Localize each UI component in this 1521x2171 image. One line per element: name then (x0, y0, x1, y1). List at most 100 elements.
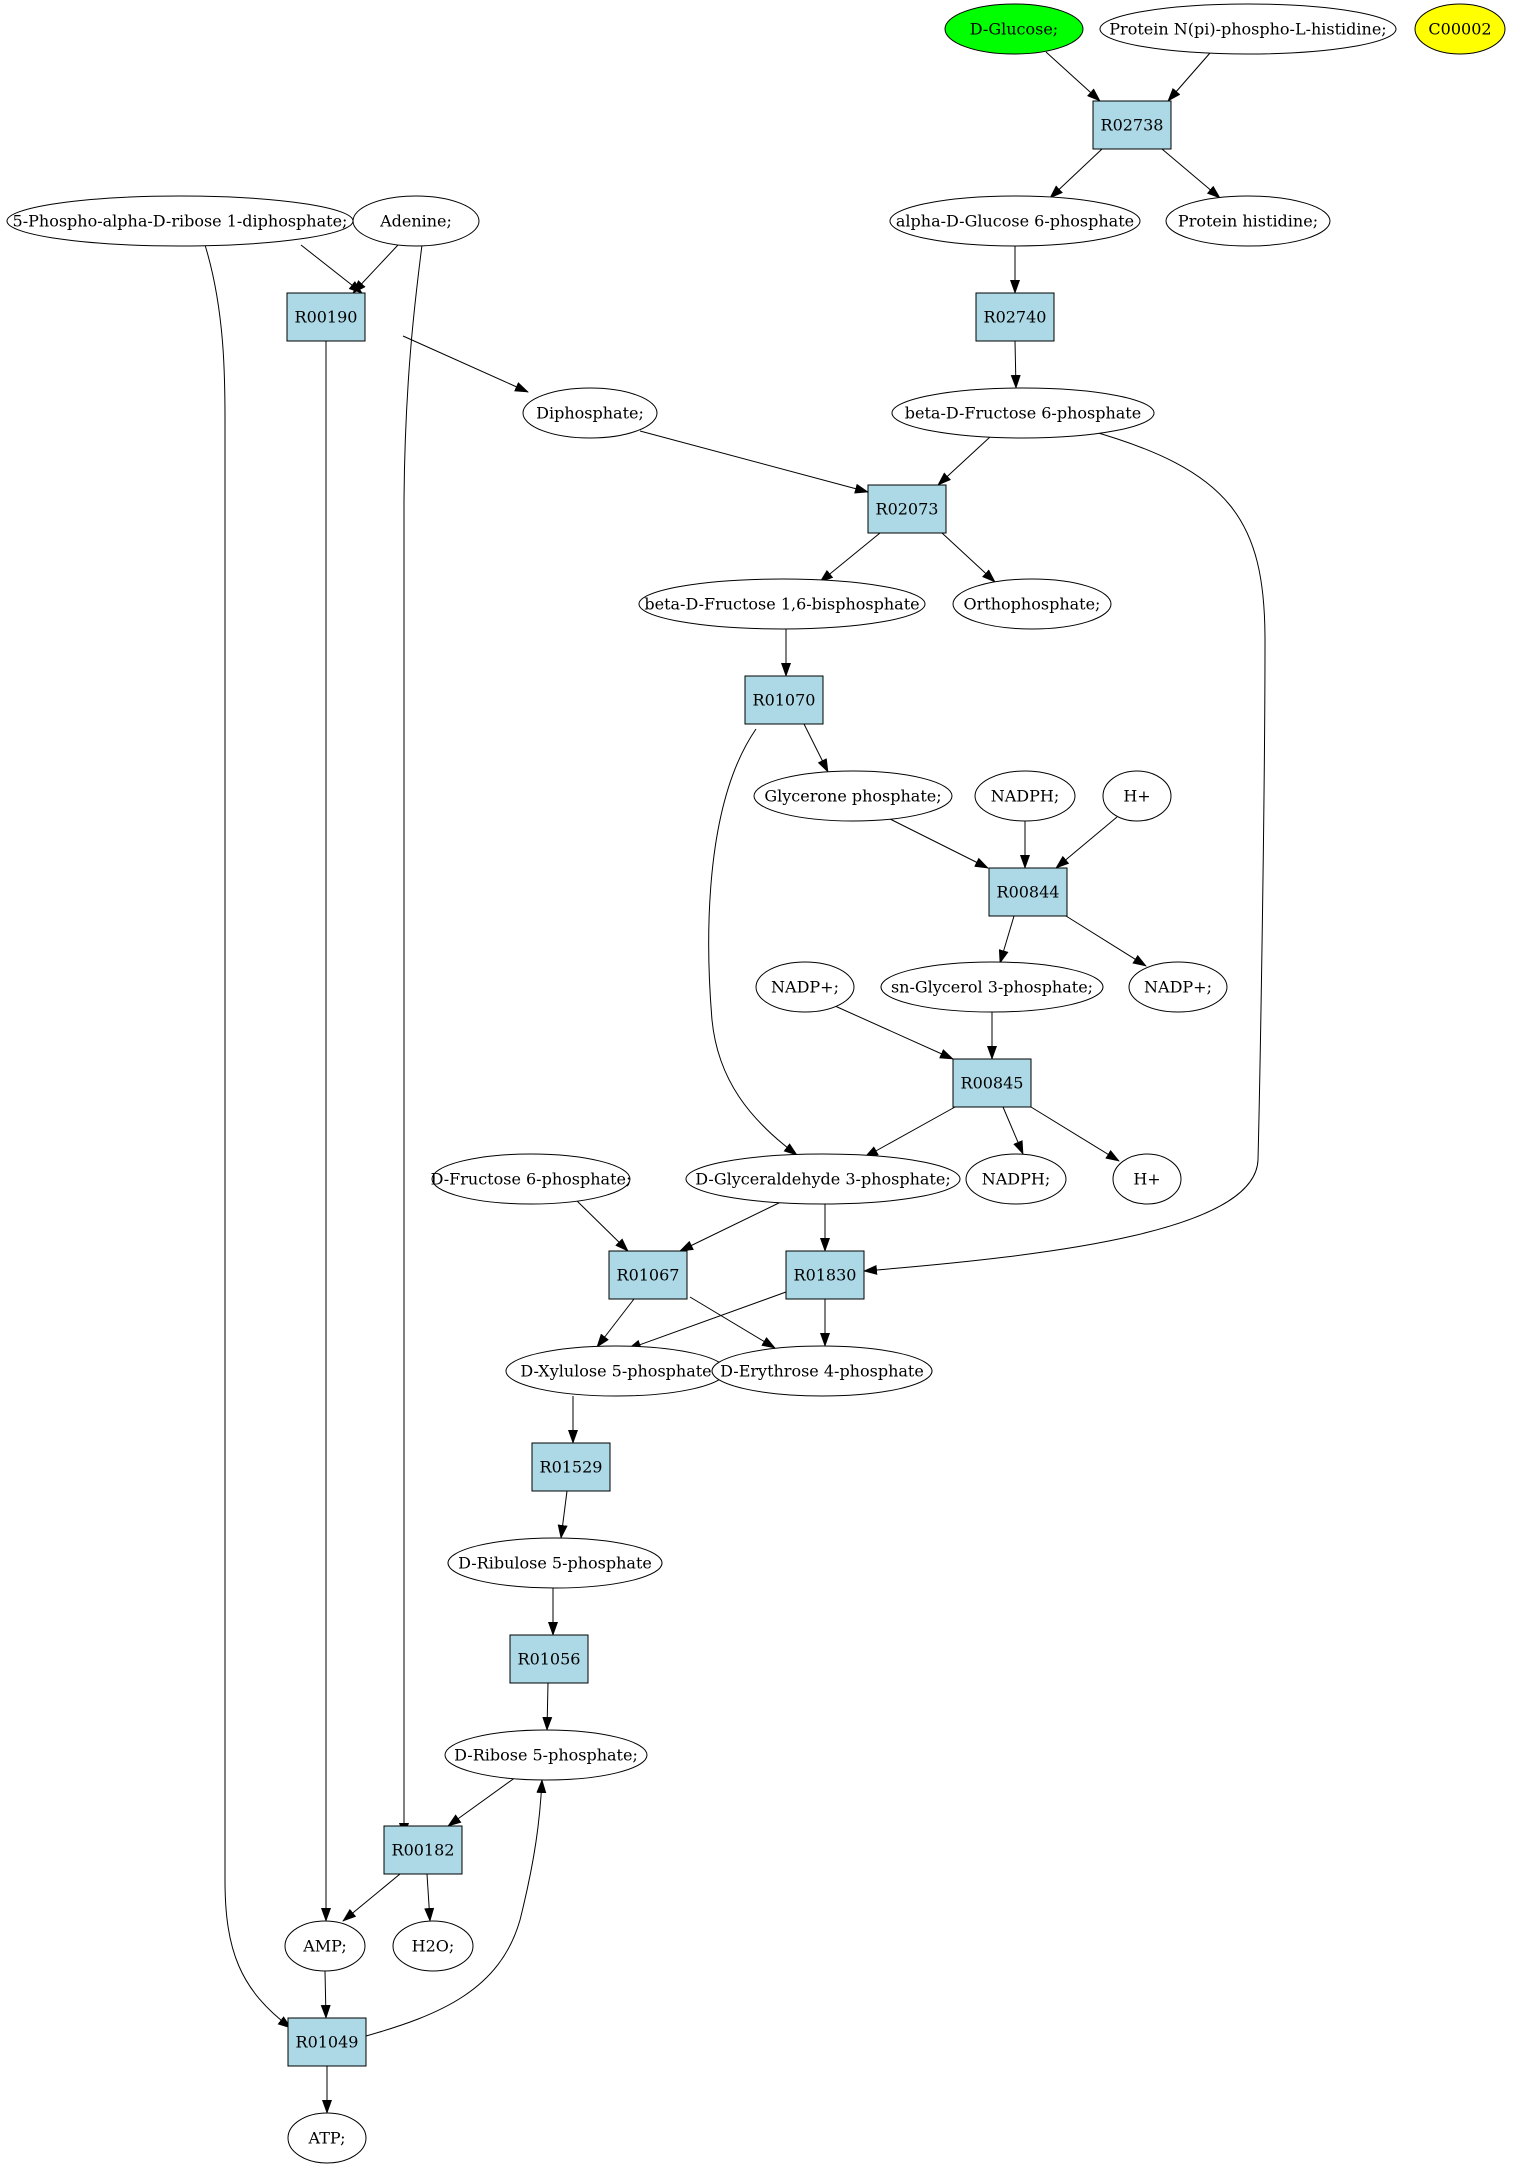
compound-node-nadp-2[interactable]: NADP+; (755, 961, 855, 1013)
compound-node-b-fru6p[interactable]: beta-D-Fructose 6-phosphate (891, 387, 1155, 439)
reaction-node-r00844[interactable]: R00844 (988, 867, 1068, 917)
compound-ellipse (287, 2112, 367, 2164)
compound-node-e4p[interactable]: D-Erythrose 4-phosphate (711, 1345, 933, 1397)
edge-r01049-r5p (365, 1779, 547, 2037)
edge-hplus-r00844 (1055, 816, 1118, 869)
edge-amp-r01049 (320, 1970, 331, 2019)
compound-label: D-Glucose; (970, 20, 1058, 39)
reaction-node-r00845[interactable]: R00845 (952, 1058, 1032, 1108)
compound-node-nadp-1[interactable]: NADP+; (1128, 961, 1228, 1013)
compound-node-d-fru6p[interactable]: D-Fructose 6-phosphate; (431, 1153, 632, 1205)
edge-layer (204, 51, 1266, 2114)
reaction-label: R02738 (1101, 116, 1164, 135)
compound-label: Protein N(pi)-phospho-L-histidine; (1109, 20, 1386, 39)
compound-node-g3p-sn[interactable]: sn-Glycerol 3-phosphate; (880, 961, 1104, 1013)
compound-ellipse (1112, 1153, 1182, 1205)
compound-node-orthophosphate[interactable]: Orthophosphate; (952, 578, 1112, 630)
compound-node-xu5p[interactable]: D-Xylulose 5-phosphate (505, 1345, 727, 1397)
compound-ellipse (755, 961, 855, 1013)
edge-protein-npi-r02738 (1167, 52, 1211, 102)
compound-node-protein-his[interactable]: Protein histidine; (1165, 195, 1331, 247)
reaction-box (286, 292, 366, 342)
compound-label: D-Xylulose 5-phosphate (520, 1362, 711, 1381)
compound-label: D-Ribose 5-phosphate; (454, 1746, 638, 1765)
compound-ellipse (952, 578, 1112, 630)
reaction-box (867, 484, 947, 534)
reaction-box (1092, 100, 1172, 150)
reaction-box (531, 1442, 611, 1492)
compound-node-prpp[interactable]: 5-Phospho-alpha-D-ribose 1-diphosphate; (6, 195, 354, 247)
edge-adenine-r00190 (352, 244, 399, 294)
edge-r00845-nadph (1002, 1106, 1024, 1155)
compound-label: Orthophosphate; (964, 595, 1101, 614)
reaction-box (509, 1634, 589, 1684)
compound-node-hplus-2[interactable]: H+ (1112, 1153, 1182, 1205)
reaction-node-r00182[interactable]: R00182 (383, 1825, 463, 1875)
compound-node-hplus-1[interactable]: H+ (1102, 770, 1172, 822)
reaction-node-r01056[interactable]: R01056 (509, 1634, 589, 1684)
compound-ellipse (431, 1153, 631, 1205)
edge-dhap-r00844 (889, 818, 989, 869)
edge-prpp-r00190 (300, 244, 363, 294)
compound-node-protein-npi[interactable]: Protein N(pi)-phospho-L-histidine; (1099, 3, 1397, 55)
compound-label: NADP+; (1144, 978, 1212, 997)
reaction-node-r01049[interactable]: R01049 (287, 2017, 367, 2067)
compound-ellipse (880, 961, 1104, 1013)
edge-r02073-b-fbp (819, 532, 881, 583)
compound-node-dhap[interactable]: Glycerone phosphate; (753, 770, 953, 822)
edge-r01067-e4p (689, 1296, 776, 1349)
compound-label: D-Erythrose 4-phosphate (720, 1362, 924, 1381)
compound-node-c00002[interactable]: C00002 (1414, 3, 1506, 55)
compound-node-nadph-2[interactable]: NADPH; (965, 1153, 1067, 1205)
reaction-box (608, 1250, 688, 1300)
reaction-node-r01529[interactable]: R01529 (531, 1442, 611, 1492)
reaction-node-r02073[interactable]: R02073 (867, 484, 947, 534)
edge-diphosphate-r02073 (639, 430, 869, 494)
compound-label: Glycerone phosphate; (764, 787, 941, 806)
compound-node-h2o[interactable]: H2O; (392, 1920, 474, 1972)
compound-node-r5p[interactable]: D-Ribose 5-phosphate; (444, 1729, 648, 1781)
compound-label: D-Glyceraldehyde 3-phosphate; (695, 1170, 950, 1189)
edge-b-fru6p-r02073 (937, 436, 991, 486)
compound-node-atp[interactable]: ATP; (287, 2112, 367, 2164)
reaction-node-r00190[interactable]: R00190 (286, 292, 366, 342)
compound-node-diphosphate[interactable]: Diphosphate; (522, 387, 658, 439)
reaction-node-r01067[interactable]: R01067 (608, 1250, 688, 1300)
compound-label: beta-D-Fructose 6-phosphate (905, 404, 1141, 423)
reaction-node-r02740[interactable]: R02740 (975, 292, 1055, 342)
compound-node-adenine[interactable]: Adenine; (352, 195, 480, 247)
edge-r00845-gap (864, 1106, 956, 1158)
compound-node-gap[interactable]: D-Glyceraldehyde 3-phosphate; (685, 1153, 961, 1205)
reaction-label: R02740 (984, 308, 1047, 327)
edge-r02740-b-fru6p (1010, 340, 1021, 389)
compound-label: Diphosphate; (536, 404, 644, 423)
compound-label: beta-D-Fructose 1,6-bisphosphate (644, 595, 919, 614)
reaction-label: R01056 (518, 1650, 581, 1669)
reaction-node-r01070[interactable]: R01070 (744, 675, 824, 725)
edge-r00182-amp (342, 1873, 401, 1922)
compound-label: H+ (1123, 787, 1150, 806)
compound-ellipse (685, 1153, 961, 1205)
edge-d-glucose-r02738 (1045, 51, 1101, 102)
edge-r01070-dhap (803, 723, 829, 773)
compound-node-ru5p[interactable]: D-Ribulose 5-phosphate (447, 1537, 663, 1589)
compound-node-a-glc6p[interactable]: alpha-D-Glucose 6-phosphate (889, 195, 1141, 247)
reaction-label: R00845 (961, 1074, 1024, 1093)
compound-node-b-fbp[interactable]: beta-D-Fructose 1,6-bisphosphate (638, 578, 926, 630)
compound-node-amp[interactable]: AMP; (284, 1920, 366, 1972)
reaction-label: R01067 (617, 1266, 680, 1285)
reaction-box (988, 867, 1068, 917)
compound-ellipse (1414, 3, 1506, 55)
reaction-box (287, 2017, 367, 2067)
reaction-node-r01830[interactable]: R01830 (785, 1250, 865, 1300)
compound-node-nadph-1[interactable]: NADPH; (974, 770, 1076, 822)
compound-label: Protein histidine; (1178, 212, 1318, 231)
reaction-label: R01830 (794, 1266, 857, 1285)
compound-node-d-glucose[interactable]: D-Glucose; (944, 3, 1084, 55)
reaction-box (975, 292, 1055, 342)
compound-label: alpha-D-Glucose 6-phosphate (896, 212, 1134, 231)
compound-ellipse (1099, 3, 1397, 55)
compound-label: ATP; (308, 2129, 346, 2148)
reaction-node-r02738[interactable]: R02738 (1092, 100, 1172, 150)
